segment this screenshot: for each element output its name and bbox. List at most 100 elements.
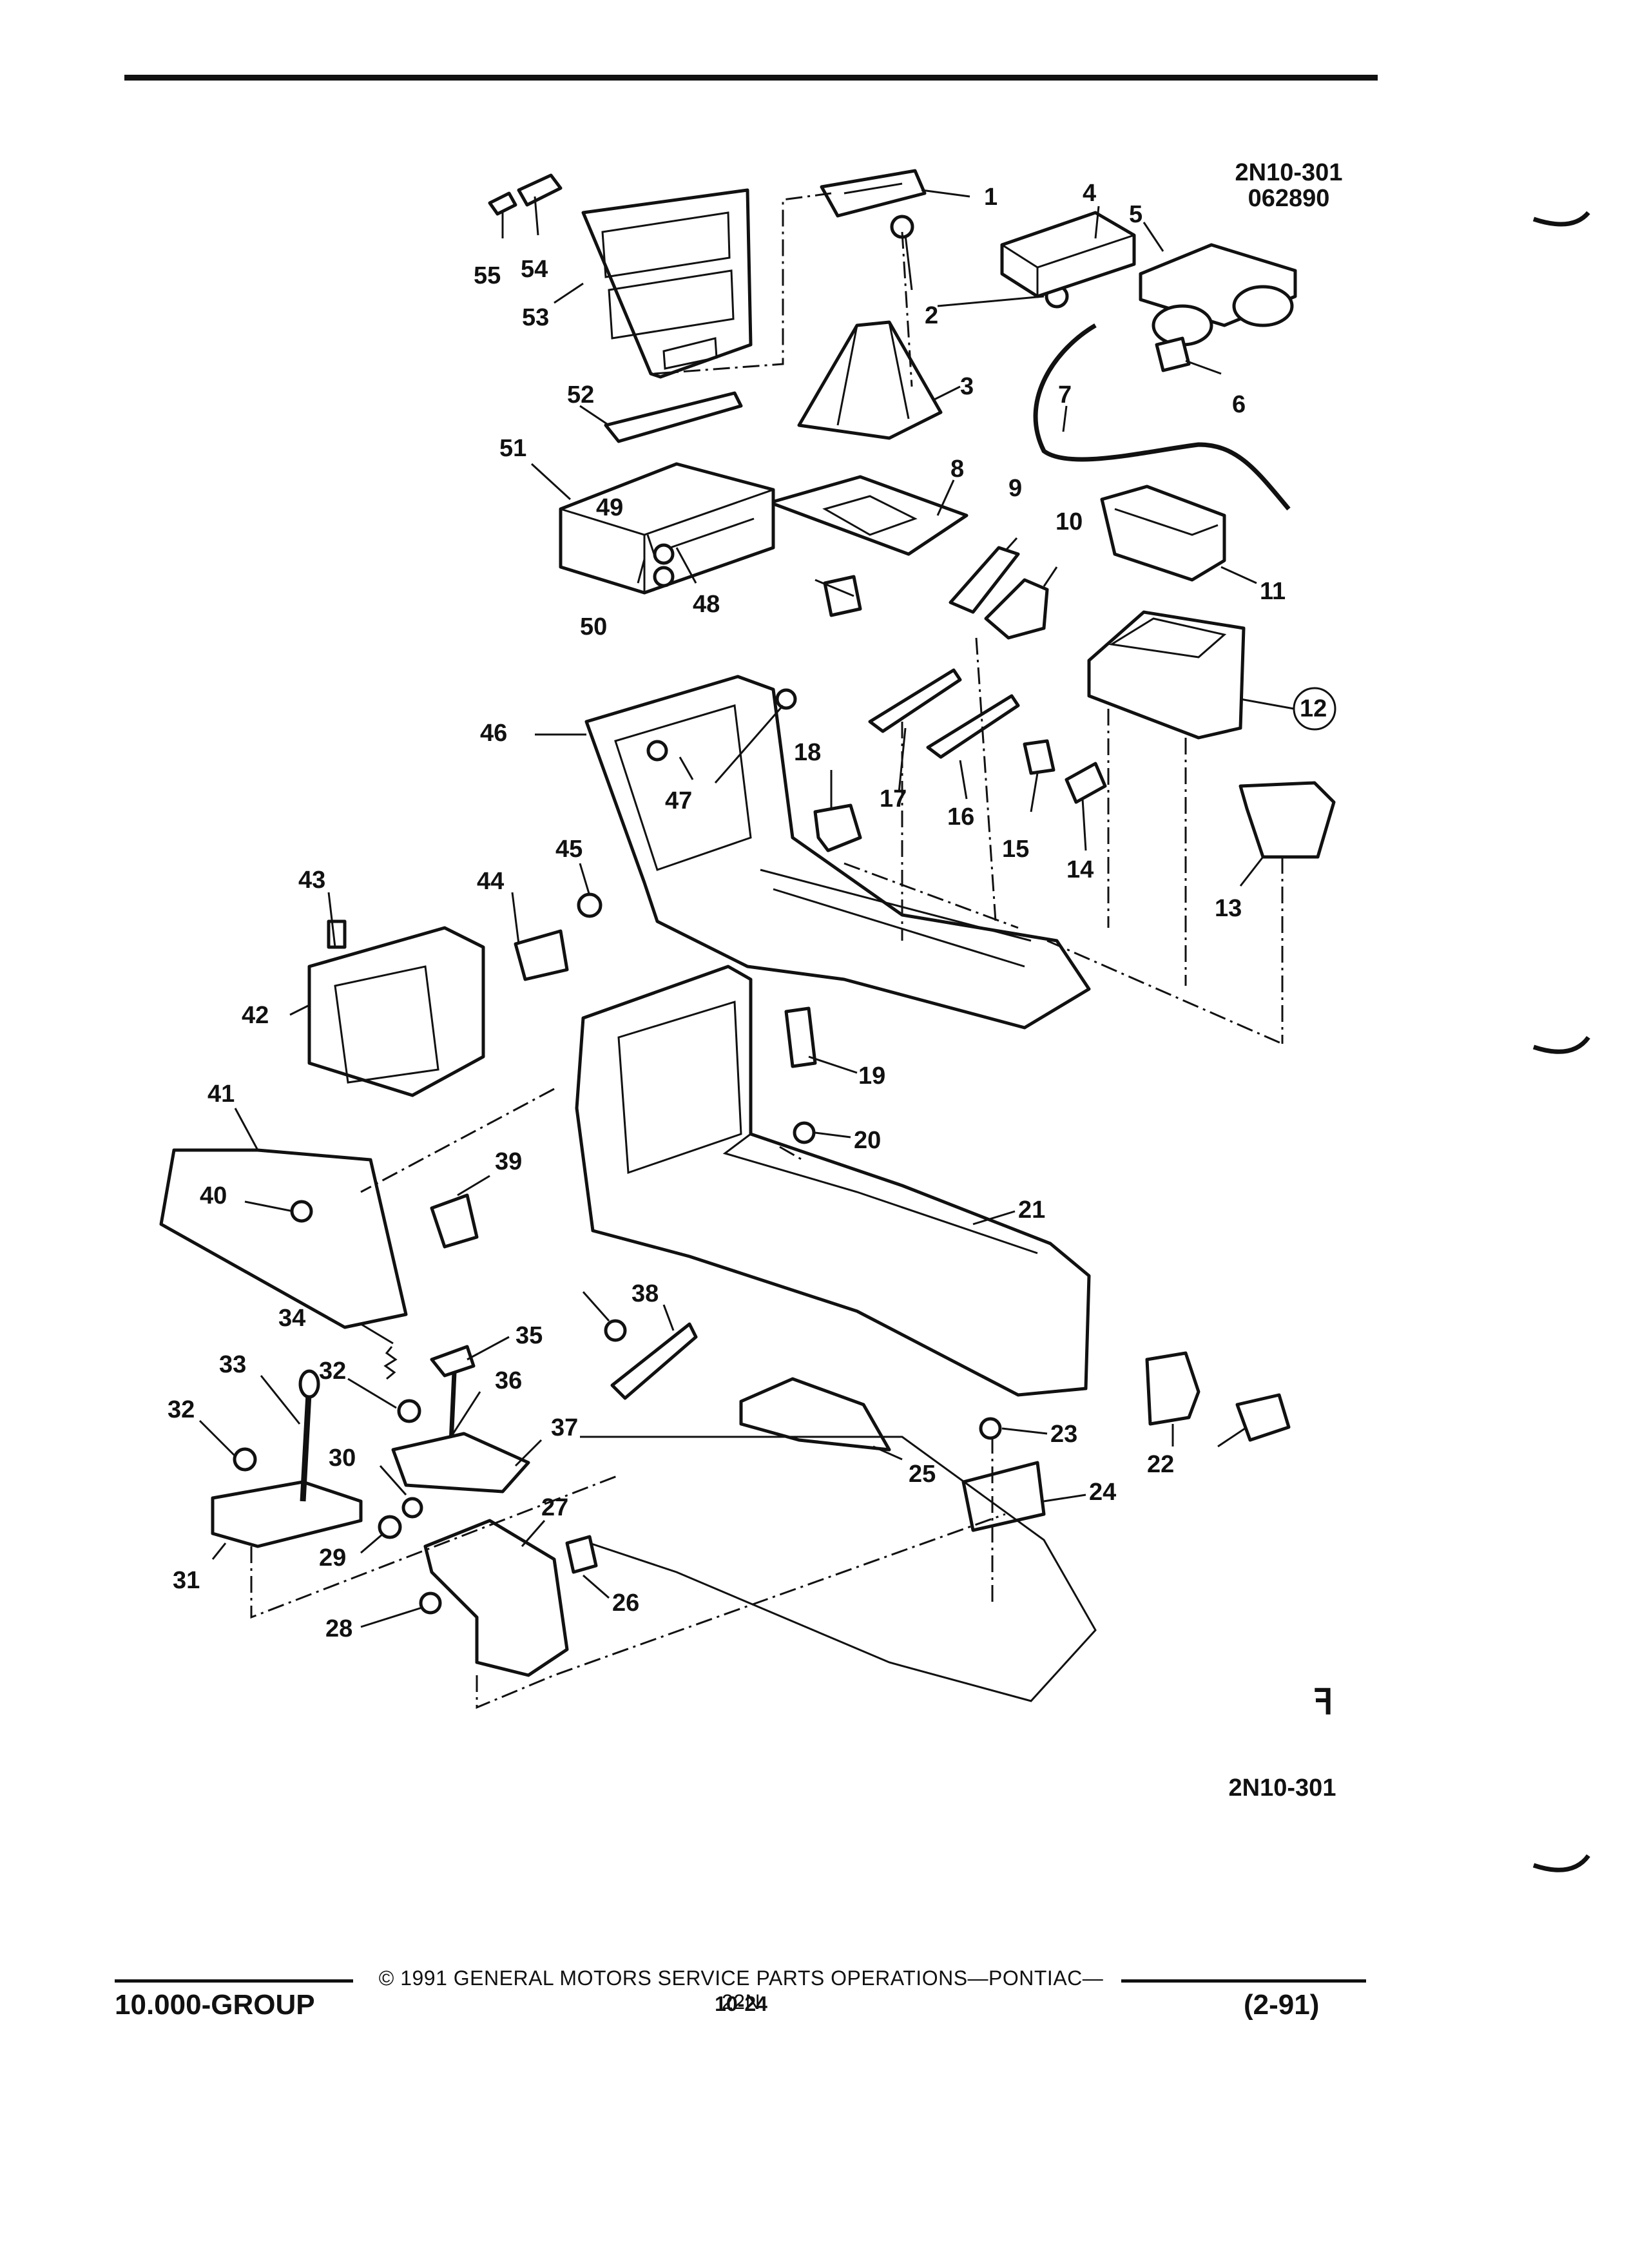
callout-14: 14 [1066,856,1094,883]
footer-rule-right [1121,1979,1366,1983]
top-rule [124,75,1378,81]
callout-29: 29 [319,1544,346,1571]
callout-32: 32 [319,1358,346,1385]
figure-code: 2N10-301 [1235,159,1343,186]
part-duct [820,169,927,218]
callout-26: 26 [612,1590,639,1617]
footer-page-number: 10-24 [715,1992,767,2015]
callout-3: 3 [960,373,974,400]
part-bolt [604,1319,627,1342]
part-clip [1023,739,1055,775]
callout-24: 24 [1089,1479,1116,1506]
part-duct [739,1377,891,1452]
callout-5: 5 [1129,201,1142,228]
part-cup [813,803,862,852]
part-bolt [290,1200,313,1223]
callout-20: 20 [854,1127,881,1154]
part-parking-brake-lever [423,1519,569,1677]
callout-42: 42 [242,1002,269,1029]
part-switch [514,929,569,981]
part-brace [307,919,485,1097]
callout-49: 49 [596,494,623,521]
callout-34: 34 [278,1305,305,1332]
callout-46: 46 [480,720,507,747]
callout-2: 2 [925,302,938,329]
part-vent [784,1006,817,1068]
part-bolt [577,892,602,918]
part-latch [984,578,1049,640]
callout-38: 38 [631,1280,659,1307]
part-floor-pan [579,1436,1097,1702]
callout-1: 1 [984,184,998,211]
callout-8: 8 [950,456,964,483]
callout-19: 19 [858,1062,885,1090]
callout-54: 54 [521,256,548,283]
callout-35: 35 [516,1322,543,1349]
callout-51: 51 [499,435,526,462]
part-bezel [581,188,753,379]
callout-30: 30 [329,1445,356,1472]
callout-23: 23 [1050,1421,1077,1448]
part-bolt [979,1417,1002,1440]
callout-52: 52 [567,381,594,408]
part-module [1000,211,1136,298]
footer-rule-left [115,1979,353,1983]
callout-18: 18 [794,739,821,766]
callout-47: 47 [665,787,692,814]
part-trim-plate [768,475,969,556]
part-radio [559,462,775,595]
callout-labels: 1 2 3 4 5 6 7 8 9 10 11 12 13 14 15 16 1… [168,180,1327,1642]
callout-28: 28 [325,1615,352,1642]
figure-code-bottom: 2N10-301 [1228,1774,1336,1802]
footer-group: 10.000-GROUP [115,1989,315,2021]
part-screw [775,688,797,710]
part-console-box [1087,610,1246,740]
part-bracket [604,391,743,443]
callout-50: 50 [580,613,607,640]
callout-6: 6 [1232,391,1246,418]
callout-4: 4 [1083,180,1096,207]
callout-41: 41 [207,1081,235,1108]
leader-lines [198,189,1295,1628]
part-clip [823,575,862,617]
part-console-base [575,965,1091,1397]
callout-13: 13 [1215,895,1242,922]
part-tray [1100,485,1226,582]
callout-32: 32 [168,1396,195,1423]
callout-40: 40 [200,1182,227,1209]
footer-date: (2-91) [1244,1989,1320,2021]
part-wiring-harness [1033,323,1291,511]
callout-33: 33 [219,1351,246,1378]
callout-22: 22 [1147,1451,1174,1478]
callout-27: 27 [541,1494,568,1521]
part-side-panel [159,1148,408,1329]
part-screw [646,740,668,762]
part-bushing [378,1515,402,1539]
callout-55: 55 [474,262,501,289]
callout-12: 12 [1300,695,1327,722]
callout-31: 31 [173,1567,200,1594]
callout-7: 7 [1058,381,1072,408]
callout-17: 17 [880,785,907,812]
margin-marks [1532,211,1590,1872]
part-pocket [1145,1351,1200,1426]
part-shift-boot [797,320,943,440]
part-pocket [1239,781,1336,859]
callout-25: 25 [909,1461,936,1488]
part-bolt [793,1121,816,1144]
callout-39: 39 [495,1148,522,1175]
callout-36: 36 [495,1367,522,1394]
callout-37: 37 [551,1414,578,1441]
callout-9: 9 [1008,475,1022,502]
part-clip [1065,762,1107,804]
callout-16: 16 [947,803,974,831]
part-bulbs [488,173,563,216]
callout-11: 11 [1260,578,1286,605]
callout-45: 45 [555,836,583,863]
part-console-top [584,675,1091,1030]
part-bushing [401,1497,423,1519]
part-clip [565,1535,598,1574]
footer-copyright: © 1991 GENERAL MOTORS SERVICE PARTS OPER… [378,1966,1104,2013]
gm-logo-icon: ꟻ [1313,1683,1334,1722]
